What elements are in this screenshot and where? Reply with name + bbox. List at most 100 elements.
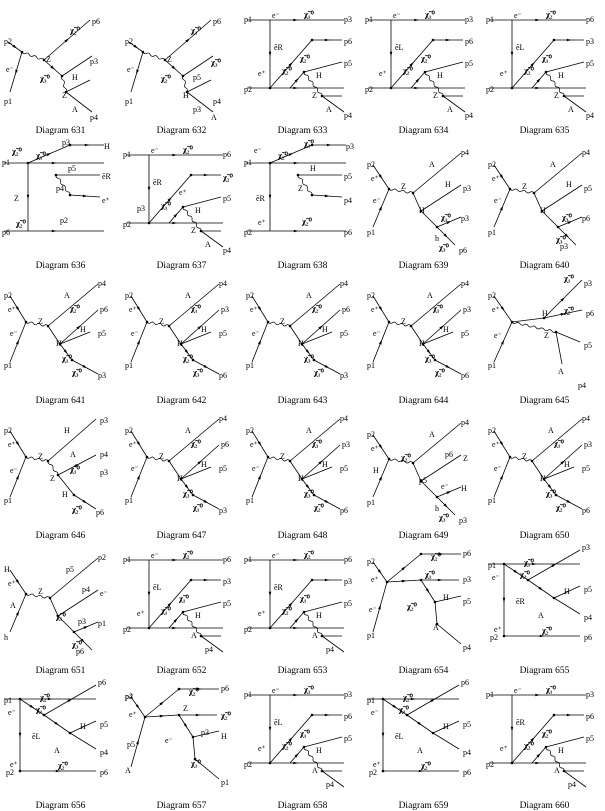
feynman-diagram	[4, 143, 104, 233]
arrow-icon	[443, 233, 448, 238]
particle-label: χ̃₂⁰	[58, 760, 68, 770]
propagator-wavy-line	[388, 188, 414, 194]
arrow-icon	[378, 604, 381, 610]
scalar-line	[422, 331, 454, 345]
particle-label: e⁺	[500, 69, 508, 78]
arrow-icon	[415, 78, 420, 83]
arrow-icon	[51, 161, 57, 165]
arrow-icon	[564, 233, 569, 238]
particle-label: H	[443, 325, 449, 334]
scalar-line	[412, 152, 462, 194]
vertex-dot	[181, 205, 185, 209]
particle-label: Z	[159, 452, 164, 461]
particle-label: e⁻	[8, 708, 16, 717]
vertex-dot	[431, 731, 435, 735]
scalar-line	[321, 635, 345, 653]
particle-label: e⁻	[441, 482, 449, 491]
scalar-line	[321, 95, 345, 113]
arrow-icon	[510, 726, 514, 732]
vertex-dot	[189, 578, 193, 582]
arrow-icon	[26, 194, 30, 200]
particle-label: e⁺	[102, 196, 110, 205]
particle-label: χ̃₁⁰	[56, 611, 66, 621]
particle-label: ẽR	[153, 178, 162, 187]
particle-label: p1	[488, 561, 496, 570]
arrow-icon	[183, 723, 188, 729]
vertex-dot	[510, 761, 514, 765]
arrow-icon	[536, 78, 541, 83]
arrow-icon	[203, 173, 209, 177]
arrow-icon	[305, 349, 310, 355]
vertex-dot	[48, 596, 52, 600]
arrow-icon	[566, 38, 572, 42]
arrow-icon	[197, 325, 202, 330]
particle-label: p5	[463, 720, 471, 729]
feynman-diagram	[251, 283, 341, 375]
arrow-icon	[401, 566, 406, 571]
particle-label: p3	[78, 617, 86, 626]
particle-label: p1	[125, 496, 133, 505]
particle-label: p4	[344, 196, 352, 205]
particle-label: e⁻	[272, 551, 280, 560]
propagator-wavy-line	[55, 174, 71, 196]
particle-label: e⁺	[371, 174, 379, 183]
diagram-caption: Diagram 640	[519, 261, 570, 271]
vertex-dot	[68, 731, 72, 735]
particle-label: e⁻	[371, 708, 379, 717]
particle-label: H	[104, 142, 110, 151]
particle-label: χ̃₂⁰	[183, 144, 193, 154]
particle-label: H	[540, 206, 546, 215]
scalar-line	[186, 91, 214, 113]
particle-label: χ̃₂⁰	[435, 367, 445, 377]
particle-label: e⁻	[151, 551, 159, 560]
vertex-dot	[58, 342, 62, 346]
particle-label: p5	[340, 329, 348, 338]
particle-label: e⁺	[371, 305, 379, 314]
particle-label: H	[443, 722, 449, 731]
vertex-dot	[46, 459, 50, 463]
arrow-icon	[203, 364, 209, 369]
vertex-dot	[310, 38, 314, 42]
particle-label: H	[437, 71, 443, 80]
feynman-diagram	[493, 418, 583, 510]
diagram-caption: Diagram 647	[156, 531, 207, 541]
particle-label: e⁺	[250, 305, 258, 314]
particle-label: χ̃₂⁰	[546, 9, 556, 19]
particle-label: e⁺	[500, 744, 508, 753]
arrow-icon	[136, 306, 141, 312]
particle-label: p5	[344, 734, 352, 743]
particle-label: p2	[123, 220, 131, 229]
particle-label: e⁺	[258, 218, 266, 227]
particle-label: p2	[98, 553, 106, 562]
vertex-dot	[431, 38, 435, 42]
particle-label: p1	[365, 15, 373, 24]
particle-label: e⁻	[252, 464, 260, 473]
particle-label: e⁺	[492, 440, 500, 449]
particle-label: A	[433, 623, 439, 632]
particle-label: p3	[193, 105, 201, 114]
particle-label: p1	[367, 631, 375, 640]
particle-label: p1	[367, 696, 375, 705]
particle-label: χ̃₂⁰	[312, 303, 322, 313]
particle-label: χ̃₂⁰	[161, 73, 171, 83]
feynman-diagram	[488, 549, 581, 638]
particle-label: p2	[125, 692, 133, 701]
propagator-wavy-line	[545, 746, 565, 772]
particle-label: p2	[4, 37, 12, 46]
arrow-icon	[293, 229, 299, 233]
particle-label: p3	[346, 142, 354, 151]
vertex-dot	[268, 86, 272, 90]
vertex-dot	[433, 358, 437, 362]
particle-label: p5	[219, 329, 227, 338]
particle-label: p5	[223, 599, 231, 608]
scalar-line	[434, 601, 438, 625]
scalar-line	[545, 736, 585, 748]
particle-label: A	[72, 105, 78, 114]
particle-label: ẽR	[274, 43, 283, 52]
particle-label: p5	[223, 194, 231, 203]
particle-label: Z	[463, 454, 468, 463]
vertex-dot	[552, 38, 556, 42]
particle-label: e⁺	[494, 625, 502, 634]
propagator-wavy-line	[142, 51, 166, 61]
